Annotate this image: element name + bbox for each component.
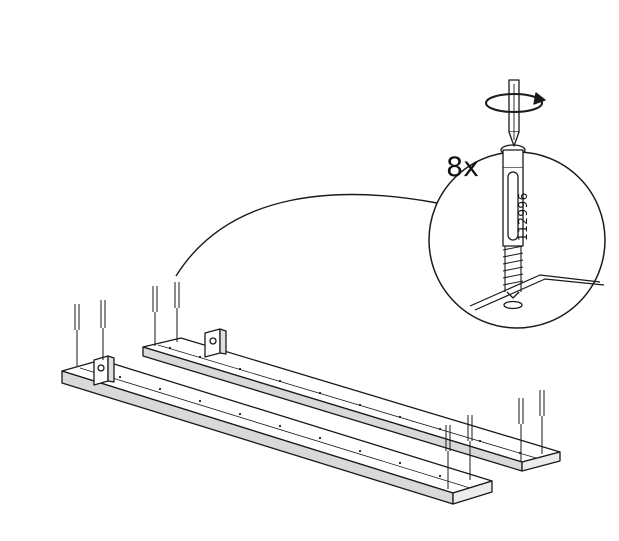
front-bracket [93, 355, 115, 386]
rail-holes [118, 346, 522, 478]
dowel-group-right [445, 390, 545, 489]
back-bracket [204, 328, 227, 358]
front-rail [61, 359, 493, 505]
clockwise-arrow-icon [485, 92, 546, 113]
callout-leader [175, 193, 438, 277]
back-rail [142, 337, 561, 472]
quantity-label: 8x [446, 152, 480, 183]
callout-surface [469, 274, 605, 311]
dowel-group-left [74, 282, 180, 366]
cam-lock-dowel-icon [500, 144, 526, 299]
part-number-label: 112996 [516, 192, 530, 241]
